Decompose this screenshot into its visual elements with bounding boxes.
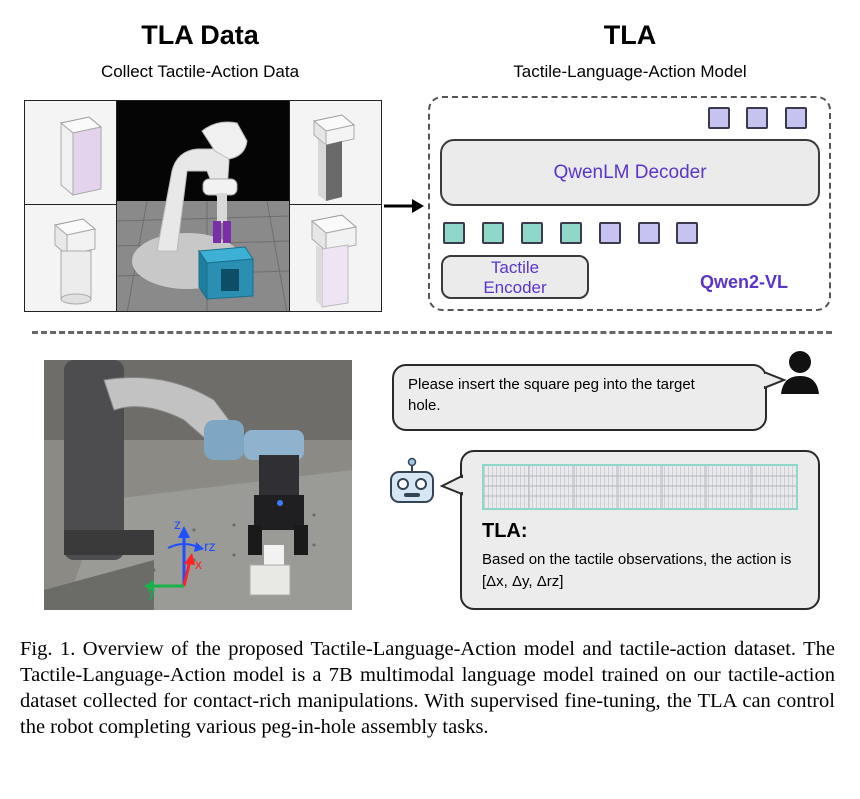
sim-robot-render <box>117 101 289 311</box>
peg-image-bottom-left <box>24 204 117 312</box>
tla-model-subtitle: Tactile-Language-Action Model <box>513 62 747 81</box>
tactile-image-strip <box>482 464 798 510</box>
axis-overlay <box>144 526 204 592</box>
tla-reply-title: TLA: <box>482 520 528 542</box>
simulation-robot-image <box>116 100 290 312</box>
text-token <box>638 222 660 244</box>
output-token <box>746 107 768 129</box>
real-robot-photo: z rz x y <box>44 360 352 610</box>
output-token <box>785 107 807 129</box>
tla-model-title: TLA <box>603 20 657 50</box>
tla-data-title: TLA Data <box>141 20 259 50</box>
round-peg-render <box>53 218 97 305</box>
tla-data-subtitle: Collect Tactile-Action Data <box>100 62 300 81</box>
tactile-token <box>521 222 543 244</box>
qwenlm-decoder-label: QwenLM Decoder <box>553 161 707 183</box>
section-divider <box>32 331 832 334</box>
output-token <box>708 107 730 129</box>
axis-z-label: z <box>174 516 181 532</box>
axis-x-label: x <box>195 556 202 572</box>
tall-square-peg-render <box>312 114 356 201</box>
user-message-text: Please insert the square peg into the ta… <box>408 376 695 414</box>
rect-peg-render <box>310 214 358 308</box>
text-token <box>599 222 621 244</box>
tactile-token <box>482 222 504 244</box>
user-bubble-tail <box>764 370 787 390</box>
tactile-frames <box>484 466 796 508</box>
robot-icon <box>390 457 434 503</box>
figure-caption: Fig. 1. Overview of the proposed Tactile… <box>20 638 835 738</box>
user-message-bubble: Please insert the square peg into the ta… <box>392 364 767 431</box>
tactile-encoder-label: Tactile Encoder <box>483 258 547 297</box>
axis-y-label: y <box>148 584 155 600</box>
tactile-encoder-block: Tactile Encoder <box>441 255 589 299</box>
user-icon <box>781 351 819 394</box>
axis-rz-label: rz <box>204 538 216 554</box>
real-robot-render <box>44 360 352 610</box>
peg-image-bottom-right <box>289 204 382 312</box>
text-token <box>676 222 698 244</box>
data-to-model-arrow <box>384 199 424 213</box>
qwen2-vl-frame <box>428 96 831 311</box>
peg-image-top-left <box>24 100 117 205</box>
reply-bubble-tail <box>440 474 464 496</box>
qwen2-vl-label: Qwen2-VL <box>700 272 789 292</box>
peg-image-top-right <box>289 100 382 205</box>
tla-reply-text: Based on the tactile observations, the a… <box>482 551 792 590</box>
square-peg-render <box>59 116 103 197</box>
tactile-token <box>560 222 582 244</box>
tactile-token <box>443 222 465 244</box>
qwenlm-decoder-block: QwenLM Decoder <box>440 139 820 206</box>
